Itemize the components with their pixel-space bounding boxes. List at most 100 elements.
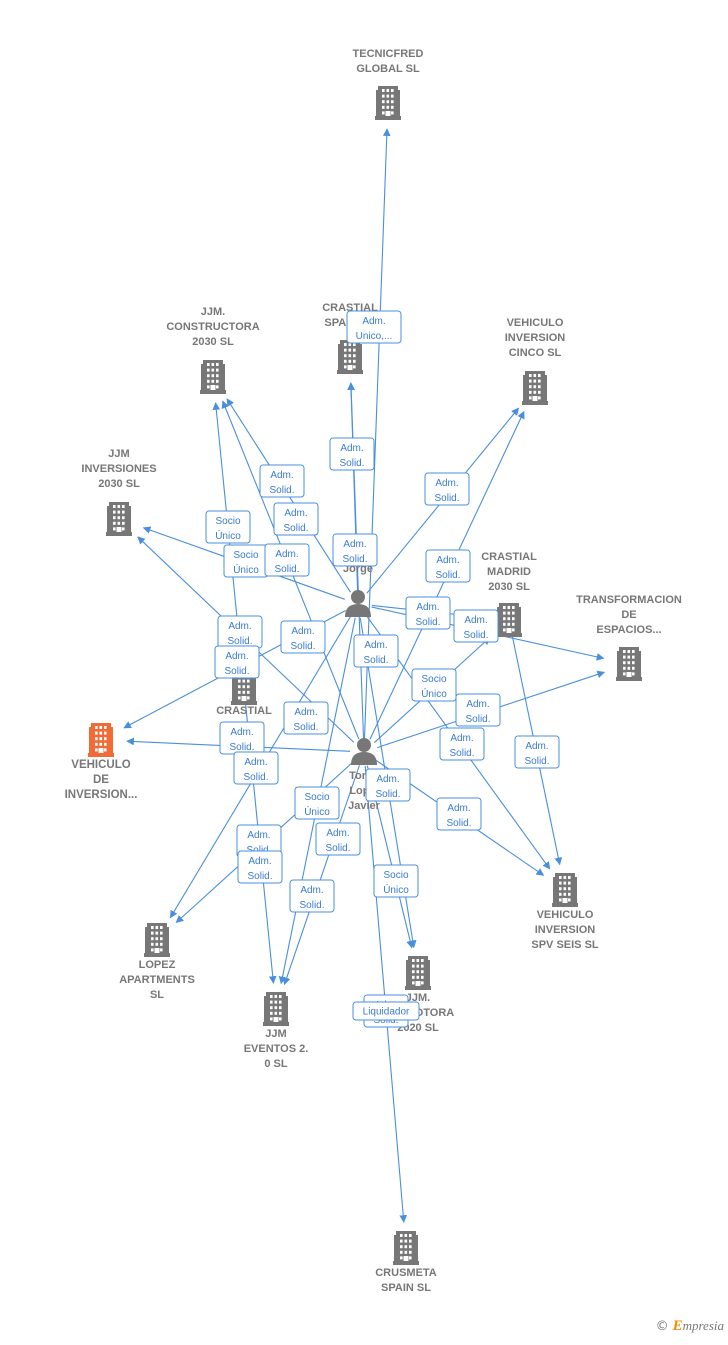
node-label: APARTMENTS xyxy=(119,974,195,986)
node-label: INVERSION xyxy=(535,924,596,936)
node-label: 2030 SL xyxy=(192,336,234,348)
node-label: SPV SEIS SL xyxy=(531,939,599,951)
role-badge: Adm.Solid. xyxy=(329,437,375,471)
role-badge: Adm.Solid. xyxy=(436,797,482,831)
node-transformacion[interactable]: TRANSFORMACION DE ESPACIOS... xyxy=(576,594,682,681)
building-icon[interactable] xyxy=(393,1231,419,1265)
building-icon[interactable] xyxy=(616,647,642,681)
node-label: VEHICULO xyxy=(71,759,130,771)
node-label: GLOBAL SL xyxy=(356,63,420,75)
role-badge: Adm. Solid. xyxy=(237,850,283,884)
brand-name: mpresia xyxy=(682,1318,724,1333)
node-label: LOPEZ xyxy=(139,959,176,971)
building-icon[interactable] xyxy=(375,86,401,120)
role-badge: Adm. Solid. xyxy=(219,721,265,755)
badge-text: Adm. xyxy=(447,803,470,814)
role-badge: Adm.Solid. xyxy=(217,615,263,649)
person-icon[interactable] xyxy=(351,738,377,765)
node-label: CRASTIAL xyxy=(216,705,272,717)
building-icon[interactable] xyxy=(552,873,578,907)
brand-initial: E xyxy=(672,1318,683,1334)
node-lopez_apartments[interactable]: LOPEZ APARTMENTS SL xyxy=(119,923,195,1001)
badge-text: Solid. xyxy=(247,871,272,882)
badge-text: Adm. xyxy=(270,470,293,481)
badge-text: Adm. xyxy=(300,885,323,896)
building-icon[interactable] xyxy=(522,371,548,405)
badge-text: Socio xyxy=(215,516,240,527)
role-badge-liquidador: Liquidador xyxy=(352,1001,420,1021)
node-label: SPAIN SL xyxy=(381,1282,431,1294)
building-icon[interactable] xyxy=(200,360,226,394)
role-badge: Adm.Solid. xyxy=(233,751,279,785)
node-label: CONSTRUCTORA xyxy=(166,321,259,333)
building-icon[interactable] xyxy=(88,723,114,757)
badge-text: Adm. xyxy=(364,640,387,651)
building-icon[interactable] xyxy=(405,956,431,990)
role-badge: Adm.Solid. xyxy=(264,543,310,577)
badge-text: Adm. xyxy=(244,757,267,768)
badge-text: Adm. xyxy=(326,828,349,839)
node-label: TRANSFORMACION xyxy=(576,594,682,606)
node-label: SL xyxy=(150,989,164,1001)
building-icon[interactable] xyxy=(106,502,132,536)
person-icon[interactable] xyxy=(345,590,371,617)
badge-text: Solid. xyxy=(449,748,474,759)
badge-text: Adm. xyxy=(248,856,271,867)
role-badge: Adm.Solid. xyxy=(214,645,260,679)
badge-text: Adm. xyxy=(275,549,298,560)
role-badge: Adm.Solid. xyxy=(353,634,399,668)
role-badge: Adm.Solid. xyxy=(259,464,305,498)
node-label: JJM. xyxy=(201,306,225,318)
badges-layer: Adm. Unico,... Adm. Solid. Adm. Solid. Adm. Sol… xyxy=(205,310,560,1028)
node-label: DE xyxy=(93,774,109,786)
role-badge: Adm.Solid. xyxy=(405,596,451,630)
role-badge: Adm.Solid. xyxy=(289,879,335,913)
badge-text: Socio xyxy=(233,550,258,561)
badge-text: Único xyxy=(215,529,241,542)
badge-text: Adm. xyxy=(464,615,487,626)
badge-text: Socio xyxy=(383,870,408,881)
node-label: DE xyxy=(621,609,636,621)
node-jorge[interactable]: Jorge xyxy=(343,563,373,617)
edges-layer xyxy=(123,128,606,1223)
role-badge: Adm.Solid. xyxy=(315,822,361,856)
role-badge: Adm.Solid. xyxy=(455,693,501,727)
badge-text: Adm. xyxy=(230,727,253,738)
role-badge: Adm.Solid. xyxy=(332,533,378,567)
badge-text: Solid. xyxy=(229,742,254,753)
node-label: VEHICULO xyxy=(507,317,564,329)
badge-text: Adm. xyxy=(291,626,314,637)
badge-text: Solid. xyxy=(283,523,308,534)
role-badge: Adm.Solid. xyxy=(514,735,560,769)
badge-text: Adm. xyxy=(343,539,366,550)
badge-text: Solid. xyxy=(465,714,490,725)
building-icon[interactable] xyxy=(337,340,363,374)
node-label: EVENTOS 2. xyxy=(244,1043,309,1055)
building-icon[interactable] xyxy=(263,992,289,1026)
building-icon[interactable] xyxy=(496,603,522,637)
badge-text: Unico,... xyxy=(356,331,393,342)
badge-text: Solid. xyxy=(435,570,460,581)
node-vehiculo_de[interactable]: VEHICULODEINVERSION... xyxy=(65,723,138,801)
badge-text: Solid. xyxy=(293,722,318,733)
badge-text: Adm. xyxy=(294,707,317,718)
building-icon[interactable] xyxy=(144,923,170,957)
badge-text: Adm. xyxy=(450,733,473,744)
node-label: ESPACIOS... xyxy=(596,624,661,636)
node-jjm_constructora[interactable]: JJM. CONSTRUCTORA 2030 SL xyxy=(166,306,260,394)
role-badge: Adm. Solid. xyxy=(439,727,485,761)
badge-text: Adm. xyxy=(284,508,307,519)
node-label: CINCO SL xyxy=(509,347,562,359)
